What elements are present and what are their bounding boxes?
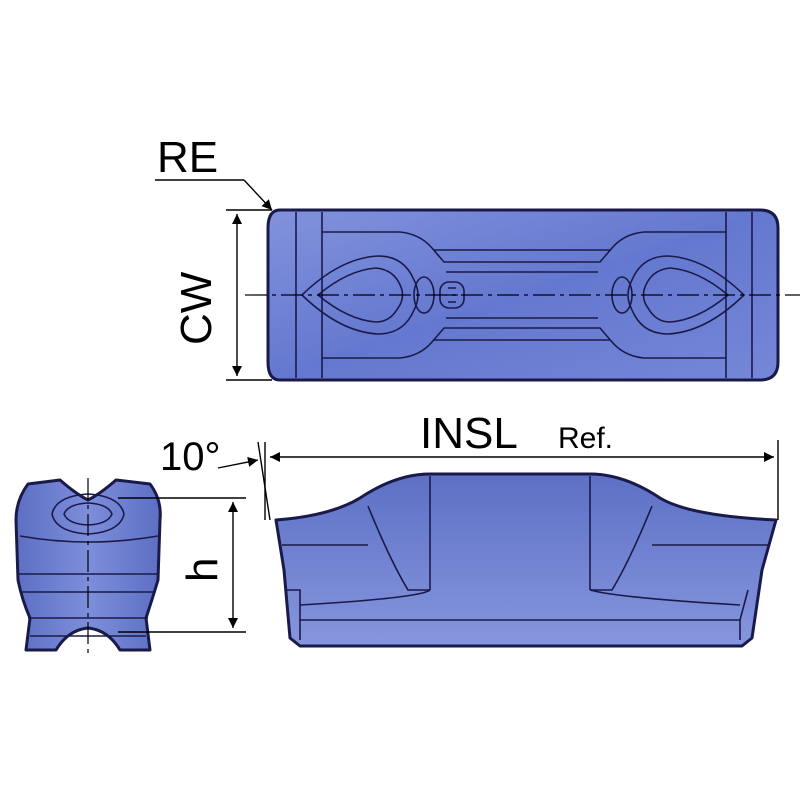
end-view-pocket: [51, 493, 125, 535]
angle-arrow: [217, 457, 259, 469]
h-label: h: [178, 558, 227, 582]
insl-dimension: INSL Ref.: [270, 409, 779, 520]
insl-label: INSL: [420, 409, 518, 458]
re-label: RE: [157, 133, 218, 182]
end-view: h: [14, 478, 246, 655]
top-view: [245, 208, 800, 382]
top-view-body: [266, 208, 780, 382]
re-arrow: [243, 179, 273, 211]
right-chip-pocket: [627, 255, 746, 335]
side-view: [274, 472, 778, 648]
cw-dimension: CW: [172, 209, 272, 381]
insl-ref-label: Ref.: [558, 422, 613, 455]
cw-label: CW: [172, 271, 221, 345]
angle-label: 10°: [160, 435, 221, 479]
angle-callout: 10°: [160, 435, 271, 521]
re-callout: RE: [155, 133, 273, 211]
side-view-body: [274, 472, 778, 648]
